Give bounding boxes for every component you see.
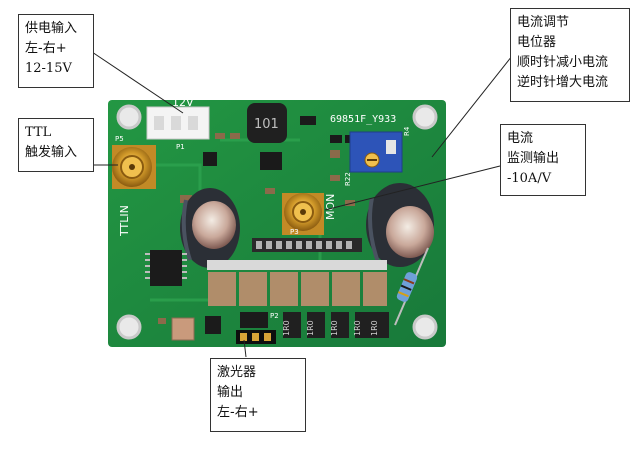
- callout-pointer-lines: [88, 51, 513, 358]
- callout-current-monitor: 电流 监测输出 -10A/V: [500, 124, 586, 196]
- laser-output-header: [236, 330, 276, 344]
- callout-line: -10A/V: [507, 171, 552, 186]
- bottom-left-parts: [158, 312, 268, 341]
- inductor: 101: [247, 103, 287, 143]
- callout-line: 12-15V: [25, 61, 72, 76]
- ttl-sma-connector: [112, 145, 156, 189]
- current-potentiometer: [349, 131, 403, 173]
- power-connector: [146, 106, 210, 140]
- callout-line: 输出: [217, 385, 244, 400]
- callout-laser-output: 激光器 输出 左-右+: [210, 358, 306, 432]
- callout-current-pot: 电流调节 电位器 顺时针减小电流 逆时针增大电流: [510, 8, 630, 102]
- capacitor-left: [180, 188, 240, 268]
- callout-line: 供电输入: [25, 21, 78, 36]
- resistor-label-5: 1R0: [370, 320, 379, 336]
- board-label-p1: P1: [176, 143, 185, 151]
- smd-components: [180, 116, 357, 206]
- callout-ttl-input: TTL 触发输入: [18, 118, 94, 172]
- board-label-ttlin: TTLIN: [118, 205, 131, 237]
- board-label-p5: P5: [115, 135, 124, 143]
- shunt-resistors: [283, 312, 389, 338]
- resistor-label-1: 1R0: [282, 320, 291, 336]
- board-label-p3: P3: [290, 228, 299, 236]
- inductor-label: 101: [254, 117, 279, 132]
- board-label-r22: R22: [344, 172, 352, 186]
- board-label-12v: 12V: [172, 96, 194, 109]
- callout-power-input: 供电输入 左-右+ 12-15V: [18, 14, 94, 88]
- monitor-sma-connector: [282, 193, 324, 235]
- ic-chip: [145, 250, 187, 286]
- board-label-mon: MON: [324, 194, 337, 220]
- resistor-label-3: 1R0: [330, 320, 339, 336]
- callout-line: 电位器: [517, 35, 557, 50]
- capacitor-right: [366, 183, 434, 267]
- callout-line: 监测输出: [507, 151, 560, 166]
- board-label-r4: R4: [403, 126, 411, 136]
- callout-line: 逆时针增大电流: [517, 75, 609, 90]
- board-label-p2: P2: [270, 312, 279, 320]
- resistor-label-4: 1R0: [353, 320, 362, 336]
- callout-line: 激光器: [217, 365, 257, 380]
- callout-line: 左-右+: [25, 41, 67, 56]
- callout-line: 左-右+: [217, 405, 259, 420]
- callout-line: 电流调节: [517, 15, 570, 30]
- callout-line: 触发输入: [25, 145, 78, 160]
- resistor-label-2: 1R0: [306, 320, 315, 336]
- mounting-holes: [116, 104, 438, 340]
- callout-line: 电流: [507, 131, 534, 146]
- callout-line: TTL: [25, 125, 52, 140]
- board-label-model: 69851F_Y933: [330, 114, 396, 125]
- ceramic-capacitors: [207, 260, 387, 306]
- callout-line: 顺时针减小电流: [517, 55, 609, 70]
- header-pins: [252, 238, 362, 252]
- axial-resistor: [394, 247, 429, 326]
